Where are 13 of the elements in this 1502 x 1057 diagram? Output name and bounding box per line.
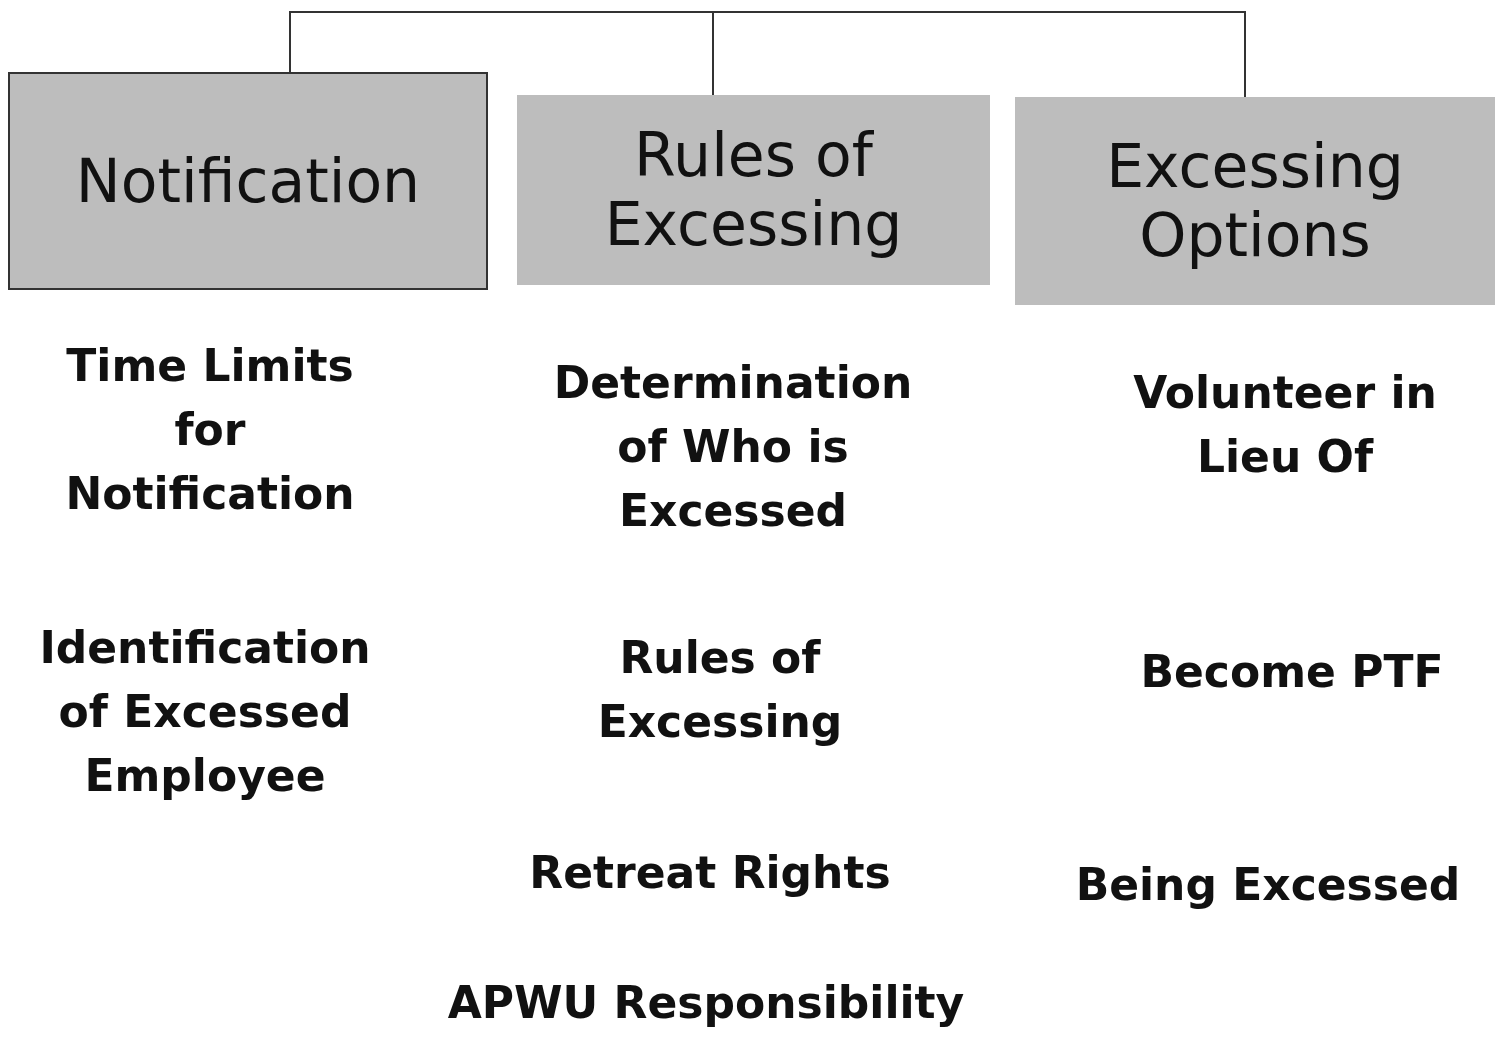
heading-box: Notification <box>8 72 488 290</box>
topic-text: Identification of Excessed Employee <box>38 621 372 803</box>
topic-text: Being Excessed <box>1074 858 1462 913</box>
topic-text: Rules of Excessing <box>596 631 844 749</box>
bracket-connector <box>712 11 1246 98</box>
heading-box: Rules of Excessing <box>517 95 990 285</box>
topic-text: APWU Responsibility <box>446 976 966 1031</box>
topic-text: Volunteer in Lieu Of <box>1132 366 1438 484</box>
topic-text: Determination of Who is Excessed <box>552 356 914 538</box>
topic-text: Become PTF <box>1139 645 1445 700</box>
topic-text: Time Limits for Notification <box>64 339 356 521</box>
topic-text: Retreat Rights <box>528 846 892 901</box>
heading-box: Excessing Options <box>1015 97 1495 305</box>
